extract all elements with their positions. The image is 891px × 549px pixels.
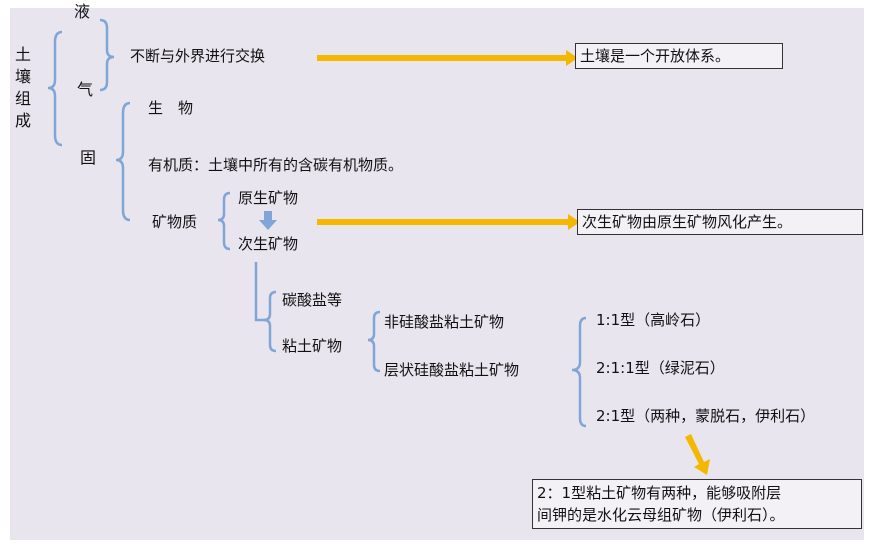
- type-21-label: 2:1型（两种，蒙脱石，伊利石）: [596, 407, 816, 425]
- brace-fluid: [99, 18, 115, 92]
- diagram-background: [10, 8, 864, 540]
- type-11-label: 1:1型（高岭石）: [596, 311, 711, 329]
- note-21-line1: 2：1型粘土矿物有两种，能够吸附层: [537, 484, 782, 502]
- primary-label: 原生矿物: [238, 189, 299, 207]
- arrow-diagonal: [685, 434, 710, 475]
- brace-clay: [367, 310, 381, 373]
- liquid-label: 液: [74, 2, 91, 21]
- organism-label: 生 物: [148, 99, 194, 117]
- line-secondary: [254, 262, 268, 322]
- layer-silicate-label: 层状硅酸盐粘土矿物: [384, 361, 520, 379]
- note-open-system: 土壤是一个开放体系。: [575, 43, 783, 69]
- note-secondary: 次生矿物由原生矿物风化产生。: [577, 209, 863, 235]
- brace-mineral: [217, 191, 231, 251]
- arrow-exchange: [317, 55, 569, 61]
- organic-label: 有机质：土壤中所有的含碳有机物质。: [148, 156, 404, 174]
- mineral-label: 矿物质: [152, 213, 198, 231]
- brace-secondary: [263, 290, 277, 353]
- secondary-label: 次生矿物: [238, 235, 299, 253]
- note-21-line2: 间钾的是水化云母组矿物（伊利石）。: [537, 506, 785, 524]
- root-label: 土壤组成: [15, 45, 32, 130]
- gas-label: 气: [77, 80, 94, 99]
- type-211-label: 2:1:1型（绿泥石）: [596, 359, 725, 377]
- non-silicate-label: 非硅酸盐粘土矿物: [384, 313, 505, 331]
- down-arrow-icon: [259, 211, 277, 230]
- brace-solid: [115, 101, 131, 222]
- exchange-label: 不断与外界进行交换: [130, 47, 266, 65]
- clay-label: 粘土矿物: [282, 337, 343, 355]
- brace-layer: [571, 316, 587, 428]
- arrow-secondary: [317, 219, 571, 225]
- note-21: 2：1型粘土矿物有两种，能够吸附层 间钾的是水化云母组矿物（伊利石）。: [532, 479, 862, 529]
- solid-label: 固: [80, 148, 97, 167]
- carbonate-label: 碳酸盐等: [282, 291, 343, 309]
- brace-root: [47, 30, 63, 147]
